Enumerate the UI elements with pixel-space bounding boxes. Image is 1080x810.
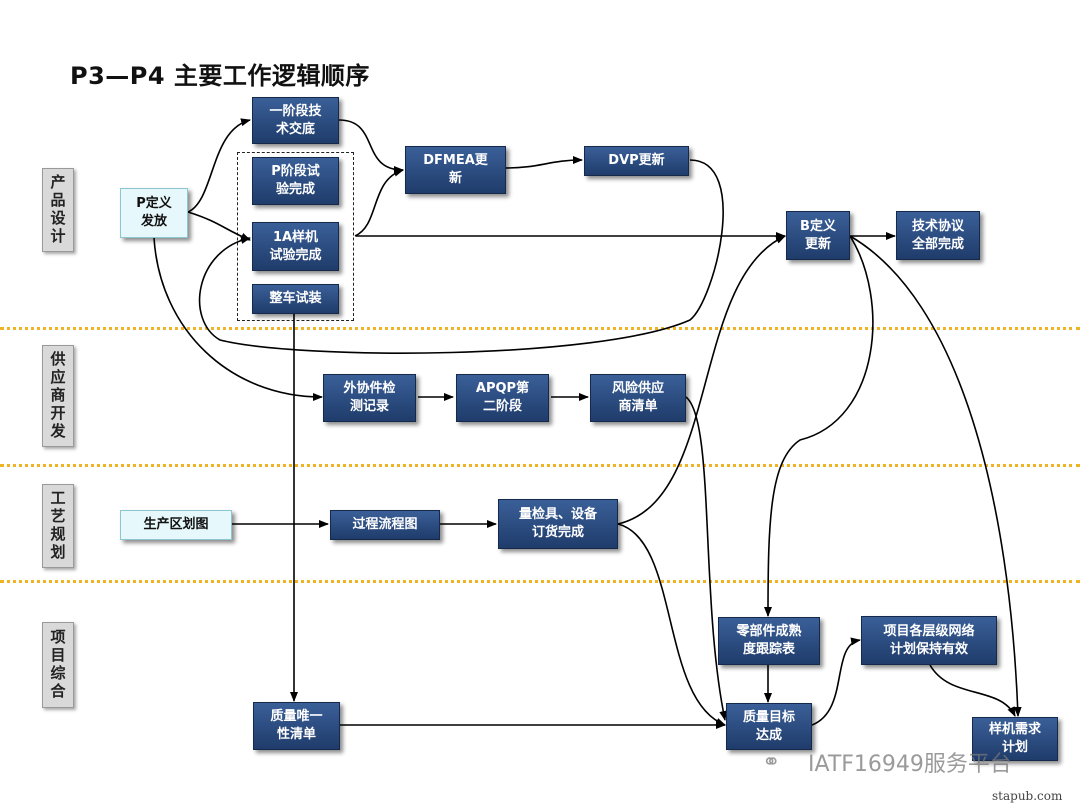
node-quality-goal: 质量目标 达成 xyxy=(726,703,812,750)
node-dfmea: DFMEA更 新 xyxy=(405,146,506,194)
node-parts-maturity: 零部件成熟 度跟踪表 xyxy=(718,617,820,665)
node-outsource-record: 外协件检 测记录 xyxy=(323,374,416,422)
node-b-def: B定义 更新 xyxy=(786,211,850,260)
node-tech-agreement: 技术协议 全部完成 xyxy=(896,211,980,260)
lane-separator xyxy=(0,327,1080,330)
node-p-test: P阶段试 验完成 xyxy=(252,157,339,205)
node-dvp: DVP更新 xyxy=(584,146,689,176)
lane-label-project-integration: 项目综合 xyxy=(42,622,74,708)
node-stage1-handover: 一阶段技 术交底 xyxy=(252,97,339,144)
wechat-icon: ⚭ xyxy=(762,750,781,775)
lane-label-product-design: 产品设计 xyxy=(42,168,74,252)
node-network-plan: 项目各层级网络 计划保持有效 xyxy=(861,616,997,665)
node-quality-unique: 质量唯一 性清单 xyxy=(253,702,340,750)
node-process-flow: 过程流程图 xyxy=(330,510,440,540)
lane-label-process-planning: 工艺规划 xyxy=(42,484,74,568)
edge-pdef-stage1 xyxy=(187,118,251,213)
node-risk-supplier: 风险供应 商清单 xyxy=(590,374,686,422)
edge-stage1-dfmea xyxy=(338,119,404,174)
edge-1a-dfmea xyxy=(354,168,404,237)
edge-goal-network xyxy=(811,637,861,726)
node-p-def: P定义 发放 xyxy=(120,188,188,238)
node-apqp2: APQP第 二阶段 xyxy=(456,374,549,422)
edge-bdef-maturity xyxy=(764,235,874,617)
edge-pdef-1a xyxy=(187,211,251,241)
edge-gauge-goal xyxy=(617,523,726,726)
lane-separator xyxy=(0,464,1080,467)
edge-risk-goal xyxy=(685,396,728,721)
edge-gauge-bdef xyxy=(617,235,786,525)
edge-dfmea-dvp xyxy=(505,156,583,169)
node-1a-sample: 1A样机 试验完成 xyxy=(252,222,339,271)
node-gauge-order: 量检具、设备 订货完成 xyxy=(498,499,618,549)
page-title: P3—P4 主要工作逻辑顺序 xyxy=(70,62,370,90)
edge-network-sample xyxy=(929,664,1016,717)
lane-label-supplier-dev: 供应商开发 xyxy=(42,345,74,447)
site-url: stapub.com xyxy=(992,789,1063,803)
edge-dvp-loop xyxy=(198,159,724,354)
node-prod-layout: 生产区划图 xyxy=(120,510,232,540)
edge-bdef-sample xyxy=(849,235,1022,717)
parallel-tasks-group xyxy=(237,152,354,321)
node-vehicle-trial: 整车试装 xyxy=(252,284,339,314)
edge-pdef-outsource xyxy=(153,237,323,401)
watermark-text: IATF16949服务平台 xyxy=(808,752,1012,777)
lane-separator xyxy=(0,580,1080,583)
node-sample-demand: 样机需求 计划 xyxy=(972,717,1058,761)
